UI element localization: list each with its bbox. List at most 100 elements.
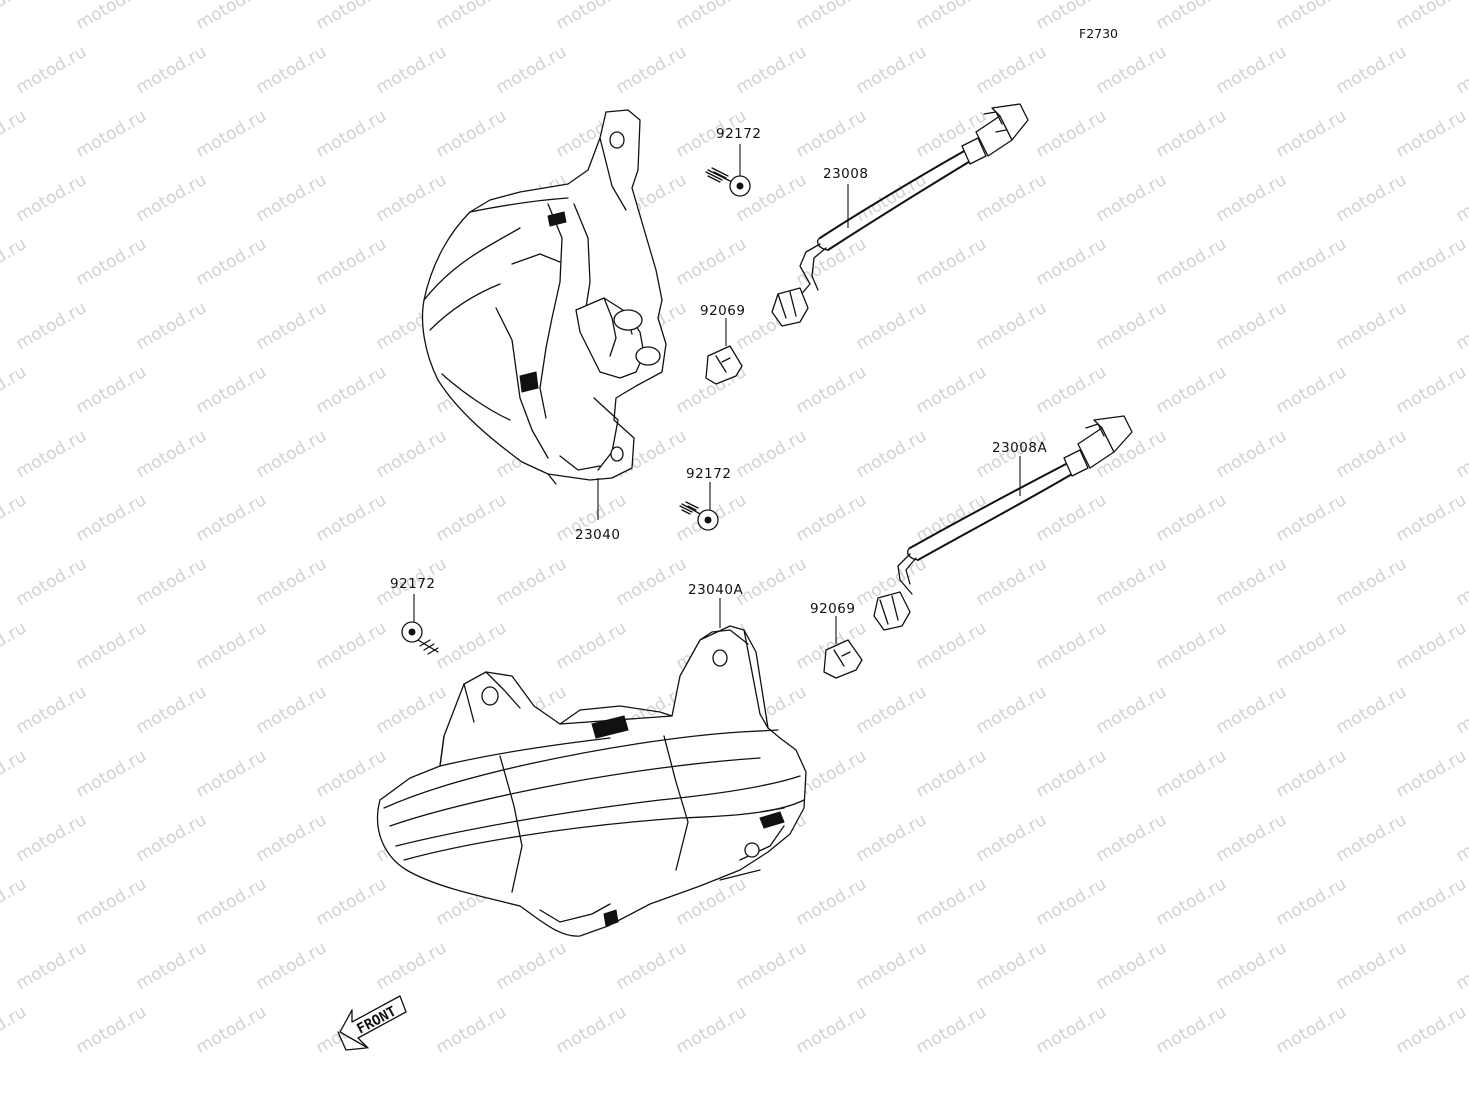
watermark-text: motod.ru bbox=[1213, 810, 1291, 866]
watermark-text: motod.ru bbox=[433, 618, 511, 674]
watermark: motod.ru motod.ru motod.ru motod.ru motod.ru… bbox=[0, 0, 1469, 1058]
label-92172-c: 92172 bbox=[390, 576, 435, 592]
watermark-text: motod.ru bbox=[133, 426, 211, 482]
bulb-lower bbox=[823, 639, 863, 679]
watermark-text: motod.ru bbox=[1393, 362, 1469, 418]
watermark-text: motod.ru bbox=[1093, 554, 1171, 610]
watermark-text: motod.ru bbox=[493, 42, 571, 98]
watermark-text: motod.ru bbox=[853, 810, 931, 866]
watermark-text: motod.ru bbox=[1033, 234, 1111, 290]
watermark-text: motod.ru bbox=[733, 554, 811, 610]
watermark-text: motod.ru bbox=[973, 170, 1051, 226]
watermark-text: motod.ru bbox=[1213, 938, 1291, 994]
watermark-text: motod.ru bbox=[13, 682, 91, 738]
watermark-text: motod.ru bbox=[0, 106, 30, 162]
label-23008A: 23008A bbox=[992, 440, 1047, 456]
watermark-text: motod.ru bbox=[1153, 874, 1231, 930]
watermark-text: motod.ru bbox=[973, 938, 1051, 994]
watermark-text: motod.ru bbox=[793, 1002, 871, 1058]
watermark-text: motod.ru bbox=[1213, 426, 1291, 482]
watermark-text: motod.ru bbox=[13, 298, 91, 354]
watermark-text: motod.ru bbox=[73, 746, 151, 802]
watermark-text: motod.ru bbox=[253, 682, 331, 738]
watermark-text: motod.ru bbox=[193, 234, 271, 290]
watermark-text: motod.ru bbox=[313, 362, 391, 418]
watermark-text: motod.ru bbox=[13, 170, 91, 226]
watermark-text: motod.ru bbox=[1033, 362, 1111, 418]
watermark-text: motod.ru bbox=[1213, 42, 1291, 98]
watermark-text: motod.ru bbox=[1453, 938, 1469, 994]
watermark-text: motod.ru bbox=[1093, 810, 1171, 866]
watermark-text: motod.ru bbox=[613, 554, 691, 610]
label-92069-a: 92069 bbox=[700, 303, 745, 319]
watermark-text: motod.ru bbox=[553, 1002, 631, 1058]
watermark-text: motod.ru bbox=[313, 234, 391, 290]
label-23040A: 23040A bbox=[688, 582, 743, 598]
watermark-text: motod.ru bbox=[673, 1002, 751, 1058]
watermark-text: motod.ru bbox=[253, 42, 331, 98]
watermark-text: motod.ru bbox=[133, 42, 211, 98]
watermark-text: motod.ru bbox=[13, 554, 91, 610]
watermark-text: motod.ru bbox=[73, 234, 151, 290]
watermark-text: motod.ru bbox=[313, 106, 391, 162]
watermark-text: motod.ru bbox=[0, 234, 30, 290]
watermark-text: motod.ru bbox=[793, 234, 871, 290]
watermark-text: motod.ru bbox=[1213, 170, 1291, 226]
watermark-text: motod.ru bbox=[1453, 170, 1469, 226]
label-92172-a: 92172 bbox=[716, 126, 761, 142]
label-23040: 23040 bbox=[575, 527, 620, 543]
watermark-text: motod.ru bbox=[1333, 938, 1411, 994]
watermark-text: motod.ru bbox=[973, 682, 1051, 738]
screw-upper bbox=[705, 167, 751, 197]
watermark-text: motod.ru bbox=[193, 618, 271, 674]
watermark-text: motod.ru bbox=[193, 874, 271, 930]
watermark-text: motod.ru bbox=[793, 874, 871, 930]
watermark-text: motod.ru bbox=[973, 42, 1051, 98]
watermark-text: motod.ru bbox=[73, 618, 151, 674]
watermark-text: motod.ru bbox=[313, 0, 391, 34]
watermark-text: motod.ru bbox=[1153, 490, 1231, 546]
watermark-text: motod.ru bbox=[1393, 746, 1469, 802]
watermark-text: motod.ru bbox=[193, 106, 271, 162]
watermark-text: motod.ru bbox=[133, 682, 211, 738]
watermark-text: motod.ru bbox=[133, 810, 211, 866]
rear-lamp-upper bbox=[421, 109, 667, 485]
watermark-text: motod.ru bbox=[133, 298, 211, 354]
watermark-text: motod.ru bbox=[1273, 490, 1351, 546]
watermark-text: motod.ru bbox=[13, 938, 91, 994]
watermark-text: motod.ru bbox=[1453, 426, 1469, 482]
watermark-text: motod.ru bbox=[73, 106, 151, 162]
watermark-text: motod.ru bbox=[313, 618, 391, 674]
watermark-text: motod.ru bbox=[193, 362, 271, 418]
watermark-text: motod.ru bbox=[1033, 106, 1111, 162]
watermark-text: motod.ru bbox=[0, 746, 30, 802]
screw-middle bbox=[679, 501, 719, 531]
watermark-text: motod.ru bbox=[373, 42, 451, 98]
watermark-text: motod.ru bbox=[673, 234, 751, 290]
watermark-text: motod.ru bbox=[1273, 106, 1351, 162]
watermark-text: motod.ru bbox=[553, 0, 631, 34]
watermark-text: motod.ru bbox=[373, 426, 451, 482]
watermark-text: motod.ru bbox=[133, 170, 211, 226]
watermark-text: motod.ru bbox=[193, 1002, 271, 1058]
watermark-text: motod.ru bbox=[493, 938, 571, 994]
watermark-text: motod.ru bbox=[1393, 490, 1469, 546]
watermark-text: motod.ru bbox=[1153, 106, 1231, 162]
watermark-text: motod.ru bbox=[553, 618, 631, 674]
watermark-text: motod.ru bbox=[1153, 0, 1231, 34]
watermark-text: motod.ru bbox=[373, 170, 451, 226]
watermark-text: motod.ru bbox=[1273, 234, 1351, 290]
watermark-text: motod.ru bbox=[1393, 618, 1469, 674]
watermark-text: motod.ru bbox=[373, 682, 451, 738]
watermark-text: motod.ru bbox=[313, 874, 391, 930]
watermark-text: motod.ru bbox=[1153, 618, 1231, 674]
watermark-text: motod.ru bbox=[193, 746, 271, 802]
watermark-text: motod.ru bbox=[1453, 554, 1469, 610]
watermark-text: motod.ru bbox=[1333, 682, 1411, 738]
watermark-text: motod.ru bbox=[313, 746, 391, 802]
watermark-text: motod.ru bbox=[673, 0, 751, 34]
watermark-text: motod.ru bbox=[1213, 298, 1291, 354]
watermark-text: motod.ru bbox=[853, 938, 931, 994]
watermark-text: motod.ru bbox=[193, 0, 271, 34]
watermark-text: motod.ru bbox=[0, 874, 30, 930]
